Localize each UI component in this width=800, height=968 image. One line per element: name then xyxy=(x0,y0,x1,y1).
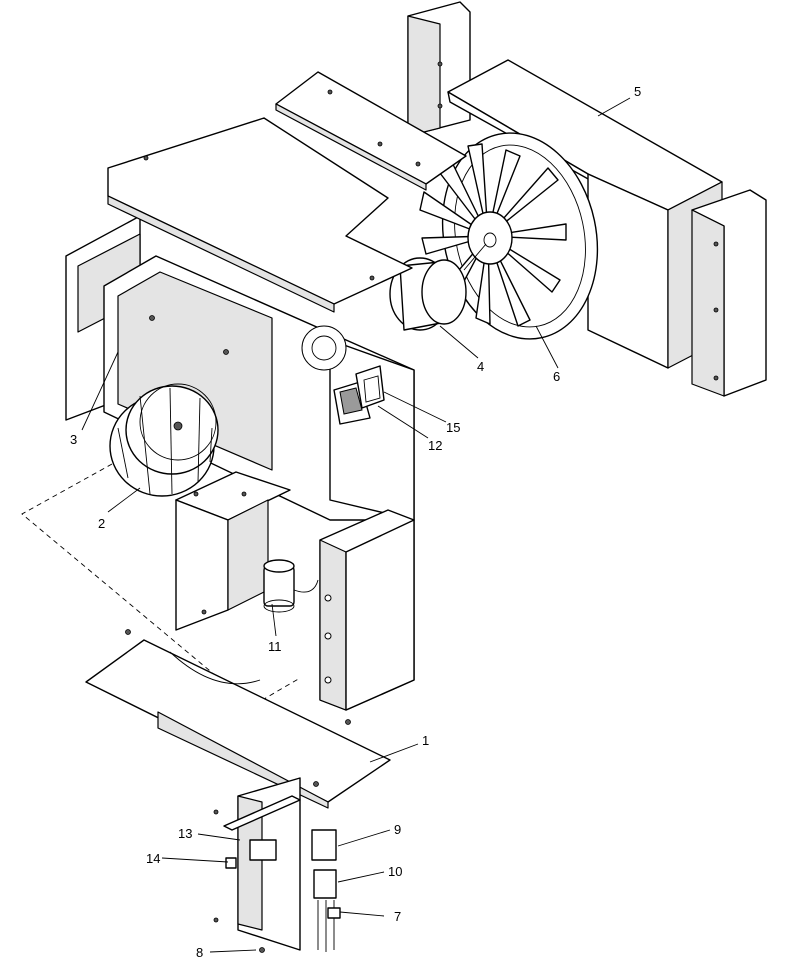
control-box xyxy=(213,777,341,953)
callout-9: 9 xyxy=(394,822,401,837)
callout-11: 11 xyxy=(268,639,282,654)
callout-1: 1 xyxy=(422,733,429,748)
control-board xyxy=(333,365,385,425)
callout-4: 4 xyxy=(477,359,484,374)
leader-lines xyxy=(81,97,631,953)
callout-2: 2 xyxy=(98,516,105,531)
top-bracket xyxy=(275,71,467,191)
main-housing xyxy=(103,255,415,521)
reference-dashed-lines xyxy=(21,463,301,707)
condenser-shroud xyxy=(407,1,767,397)
callout-7: 7 xyxy=(394,909,401,924)
top-panel xyxy=(107,117,413,313)
front-side-panel xyxy=(319,509,415,711)
callout-8: 8 xyxy=(196,945,203,960)
blower-wheel xyxy=(109,383,219,497)
callout-6: 6 xyxy=(553,369,560,384)
callout-3: 3 xyxy=(70,432,77,447)
callout-14: 14 xyxy=(146,851,160,866)
callout-12: 12 xyxy=(428,438,442,453)
callout-10: 10 xyxy=(388,864,402,879)
callout-labels: 1 2 3 4 5 6 7 8 9 10 11 12 13 14 15 xyxy=(70,84,641,960)
capacitor xyxy=(263,559,319,613)
callout-15: 15 xyxy=(446,420,460,435)
blower-bracket xyxy=(175,471,291,631)
fan-motor xyxy=(389,243,487,331)
callout-13: 13 xyxy=(178,826,192,841)
callout-5: 5 xyxy=(634,84,641,99)
